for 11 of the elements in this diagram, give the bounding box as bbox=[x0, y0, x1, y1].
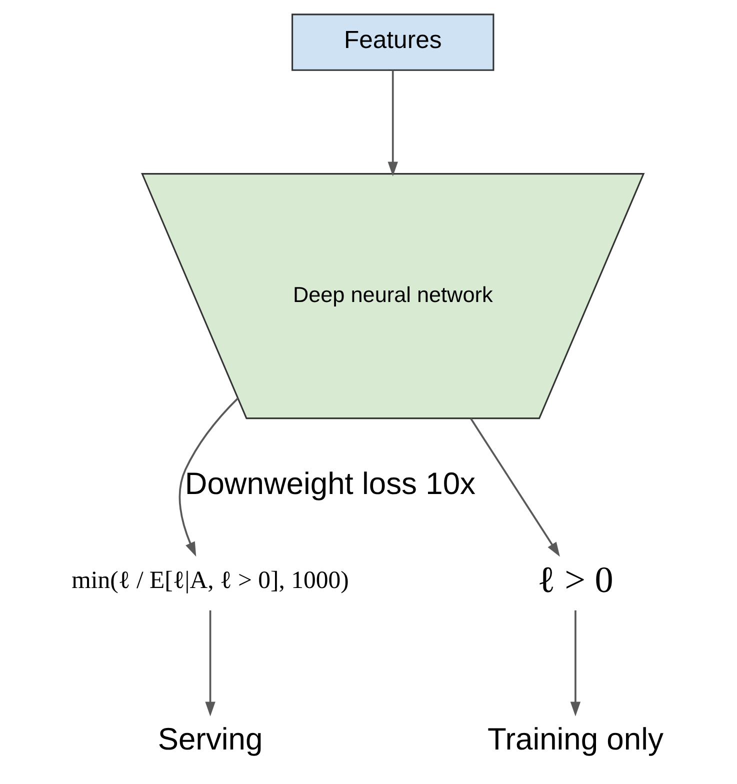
edge-label: Downweight loss 10x bbox=[184, 466, 476, 502]
arrow bbox=[388, 70, 398, 176]
node-text: min(ℓ / E[ℓ|A, ℓ > 0], 1000) bbox=[72, 567, 349, 594]
node-text: ℓ > 0 bbox=[538, 560, 614, 601]
node-box: Features bbox=[292, 14, 494, 71]
arrow bbox=[205, 610, 216, 716]
node-text: Serving bbox=[158, 721, 263, 756]
arrow bbox=[470, 418, 560, 557]
node-text: Training only bbox=[487, 721, 664, 756]
arrow bbox=[178, 398, 239, 557]
arrow bbox=[570, 610, 581, 716]
